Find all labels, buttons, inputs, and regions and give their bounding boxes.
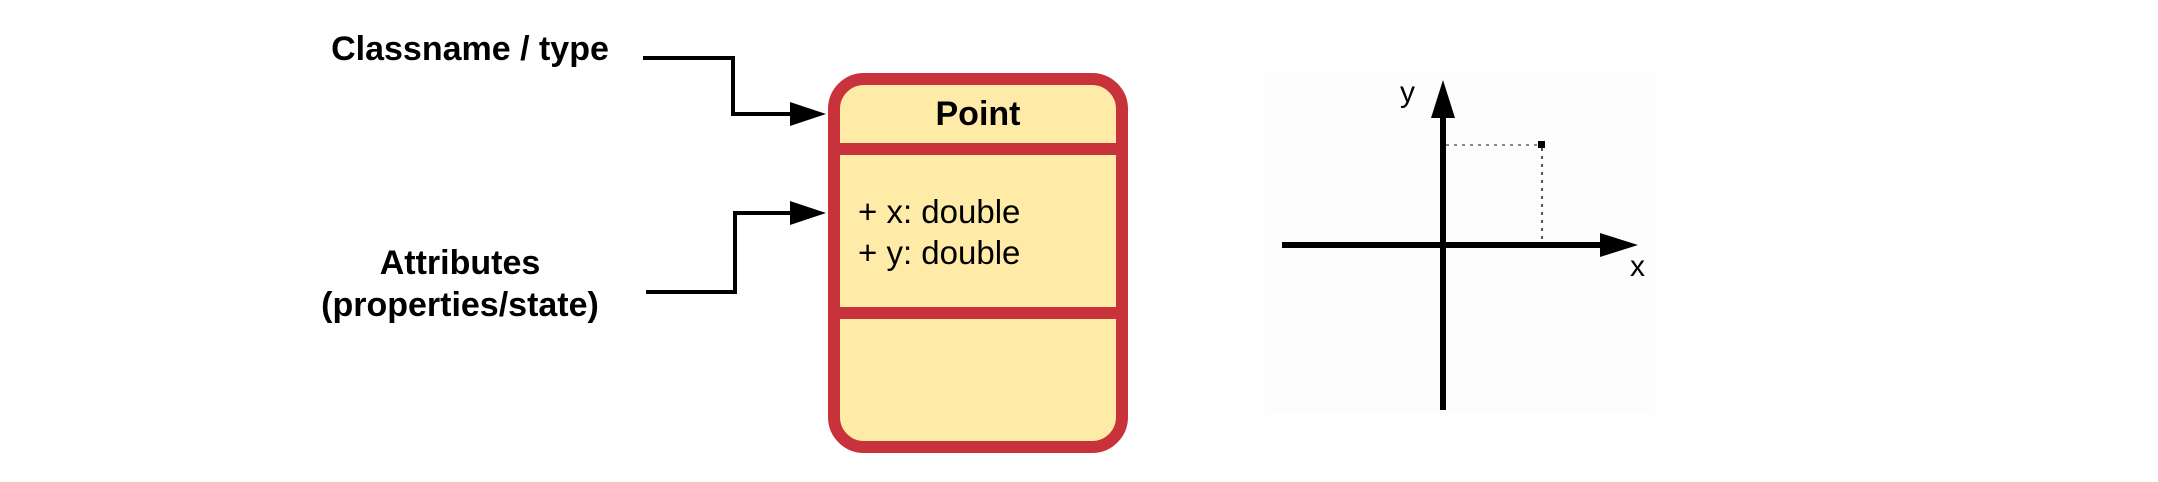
point-marker [1538, 141, 1545, 148]
class-attribute-y: + y: double [858, 234, 1021, 271]
attributes-arrowhead [790, 201, 826, 225]
attributes-annotation-line1: Attributes [379, 244, 541, 282]
x-axis-label: x [1630, 250, 1645, 283]
class-attributes-section: + x: double + y: double [840, 155, 1116, 319]
uml-class-box: Point + x: double + y: double [828, 73, 1128, 453]
classname-arrow [643, 56, 795, 116]
class-name: Point [935, 94, 1021, 133]
attributes-annotation: Attributes (properties/state) [290, 242, 630, 326]
y-axis-arrowhead [1431, 80, 1455, 118]
class-attribute-x: + x: double [858, 193, 1021, 230]
attributes-arrow [646, 211, 795, 294]
x-axis-arrowhead [1600, 233, 1638, 257]
y-axis-label: y [1400, 76, 1415, 109]
attributes-annotation-line2: (properties/state) [321, 286, 599, 324]
classname-arrowhead [790, 102, 826, 126]
class-name-section: Point [840, 85, 1116, 155]
classname-annotation: Classname / type [331, 30, 609, 68]
